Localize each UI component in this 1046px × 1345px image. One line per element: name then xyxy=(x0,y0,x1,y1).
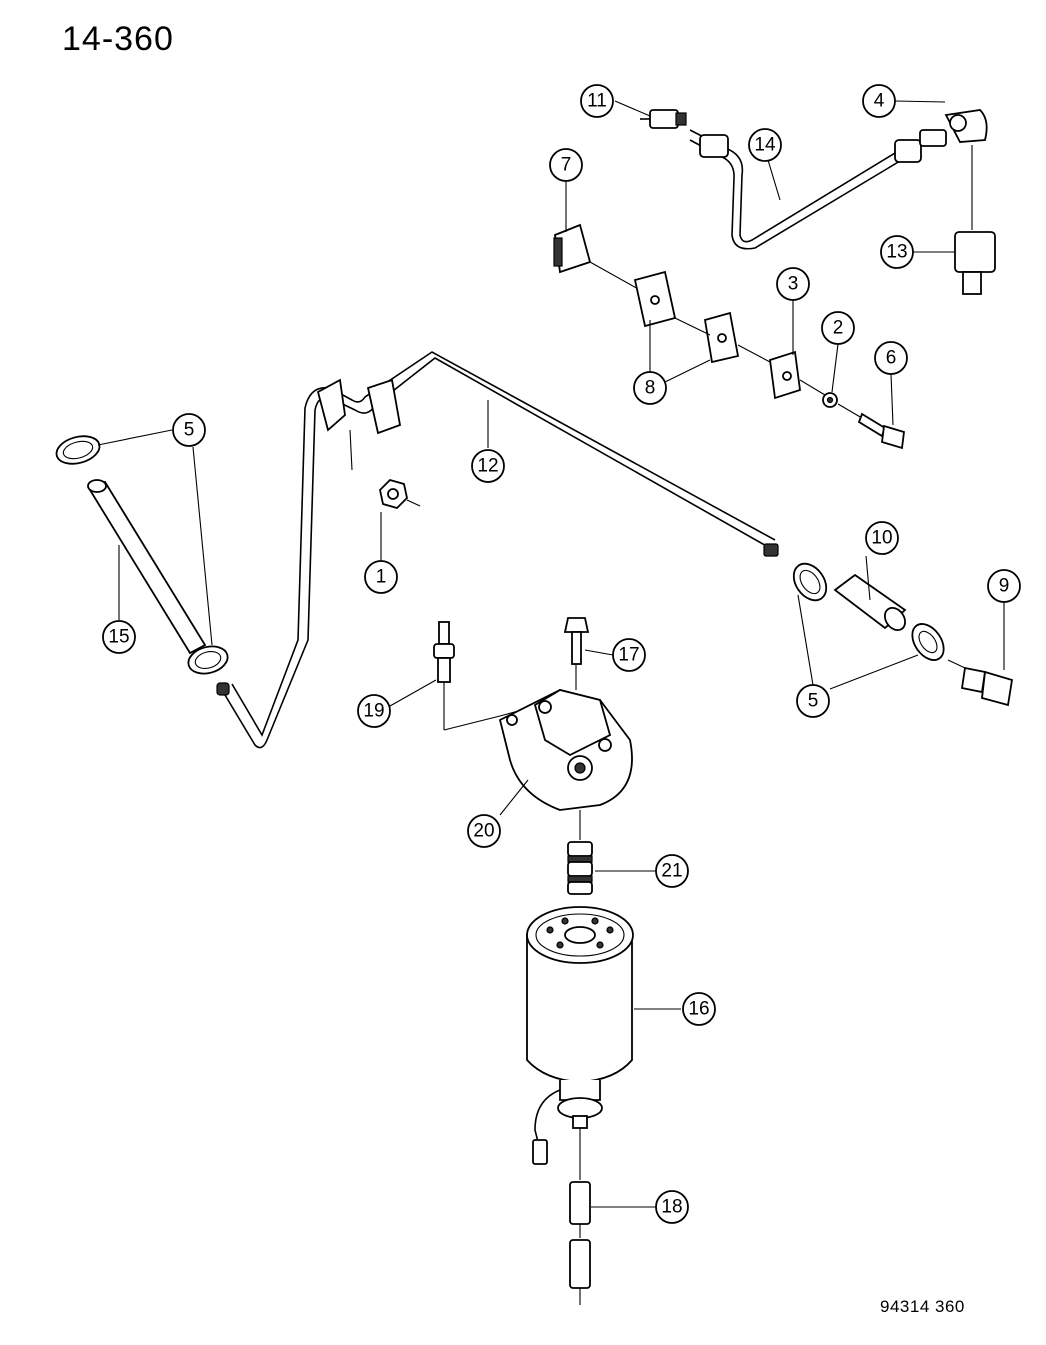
svg-text:7: 7 xyxy=(561,155,572,176)
part-5-clamp-right-b xyxy=(911,623,945,661)
part-20-filter-head xyxy=(498,689,633,811)
figure-code: 94314 360 xyxy=(880,1297,965,1316)
callout-8: 8 xyxy=(633,371,667,405)
svg-text:6: 6 xyxy=(886,348,897,369)
callout-2: 2 xyxy=(821,311,855,345)
part-14-tube xyxy=(689,129,922,250)
part-1-nut xyxy=(349,429,421,510)
part-4-elbow xyxy=(919,109,988,147)
svg-text:9: 9 xyxy=(999,576,1010,597)
svg-text:19: 19 xyxy=(363,701,384,722)
svg-text:20: 20 xyxy=(473,821,494,842)
callout-21: 21 xyxy=(655,854,689,888)
part-10-hose xyxy=(833,573,907,632)
svg-text:10: 10 xyxy=(871,528,892,549)
part-6-bolt xyxy=(837,403,905,450)
svg-text:14: 14 xyxy=(754,135,776,156)
callout-5-lower: 5 xyxy=(796,684,830,718)
part-8-clamp xyxy=(633,270,771,364)
svg-text:5: 5 xyxy=(184,420,195,441)
callout-19: 19 xyxy=(357,694,391,728)
part-13-switch xyxy=(954,145,996,295)
svg-text:13: 13 xyxy=(886,242,907,263)
callout-11: 11 xyxy=(580,84,614,118)
callout-15: 15 xyxy=(102,620,136,654)
part-5-clamp-right-a xyxy=(792,562,828,602)
callout-6: 6 xyxy=(874,341,908,375)
svg-text:16: 16 xyxy=(688,999,709,1020)
callout-1: 1 xyxy=(364,560,398,594)
callout-18: 18 xyxy=(655,1190,689,1224)
part-7-clip xyxy=(553,223,641,291)
svg-text:4: 4 xyxy=(874,91,885,112)
callout-12: 12 xyxy=(471,449,505,483)
svg-text:12: 12 xyxy=(477,456,498,477)
callout-10: 10 xyxy=(865,521,899,555)
page-title: 14-360 xyxy=(62,20,174,58)
callout-17: 17 xyxy=(612,638,646,672)
part-11-fitting xyxy=(640,109,687,129)
callout-20: 20 xyxy=(467,814,501,848)
part-5-clamp-lower-left xyxy=(187,645,229,675)
leader-lines xyxy=(97,100,1005,1208)
callout-14: 14 xyxy=(748,128,782,162)
callout-3: 3 xyxy=(776,267,810,301)
callout-13: 13 xyxy=(880,235,914,269)
svg-text:2: 2 xyxy=(833,318,844,339)
part-21-adapter xyxy=(567,810,593,895)
callout-4: 4 xyxy=(862,84,896,118)
svg-text:17: 17 xyxy=(618,645,639,666)
callout-16: 16 xyxy=(682,992,716,1026)
svg-text:15: 15 xyxy=(108,627,129,648)
part-19-stud xyxy=(433,621,541,731)
svg-text:5: 5 xyxy=(808,691,819,712)
part-9-fitting xyxy=(947,659,1014,707)
svg-text:21: 21 xyxy=(661,861,682,882)
part-12-fuel-line xyxy=(216,351,779,749)
callout-5-upper: 5 xyxy=(172,413,206,447)
part-2-washer xyxy=(822,392,838,408)
svg-text:8: 8 xyxy=(645,378,656,399)
part-16-filter xyxy=(526,906,634,1165)
svg-text:18: 18 xyxy=(661,1197,682,1218)
part-3-bracket xyxy=(769,350,826,400)
callout-9: 9 xyxy=(987,569,1021,603)
part-17-bolt xyxy=(563,617,590,690)
svg-text:11: 11 xyxy=(587,91,607,112)
callout-7: 7 xyxy=(549,148,583,182)
part-15-hose xyxy=(87,479,207,655)
svg-text:1: 1 xyxy=(376,567,387,588)
part-5-clamp-upper-left xyxy=(55,435,101,465)
part-18-tube xyxy=(569,1128,591,1305)
svg-text:3: 3 xyxy=(788,274,799,295)
